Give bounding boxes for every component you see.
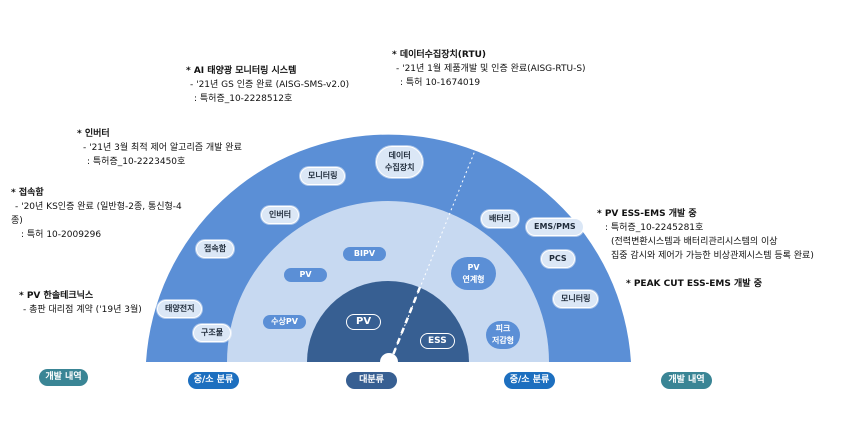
label-development-history-right: 개발 내역: [661, 372, 712, 389]
annotation-title: * PEAK CUT ESS-EMS 개발 중: [626, 279, 762, 289]
annotation-title: * 접속함: [11, 188, 44, 198]
annotation-line: - '21년 3월 최적 제어 알고리즘 개발 완료: [83, 143, 242, 153]
annotation-line: 집중 감시와 제어가 가능한 비상관제시스템 등록 완료): [611, 251, 814, 261]
chip-bipv: BIPV: [343, 247, 386, 261]
label-main-category: 대분류: [346, 372, 397, 389]
annotation-line: : 특허증_10-2228512호: [194, 94, 293, 104]
chip-line: 수집장치: [385, 163, 415, 172]
chip-solar-cell: 태양전지: [157, 300, 203, 318]
annotation-rtu: * 데이터수집장치(RTU) - '21년 1월 제품개발 및 인증 완료(AI…: [392, 48, 586, 90]
core-label-pv: PV: [346, 314, 382, 330]
chip-monitoring-right: 모니터링: [553, 290, 599, 308]
chip-pcs: PCS: [541, 250, 575, 268]
label-development-history-left: 개발 내역: [39, 369, 88, 386]
annotation-line: : 특허 10-2009296: [21, 230, 102, 240]
chip-line: 저감형: [491, 336, 515, 345]
annotation-title: * PV 한솔테크닉스: [19, 291, 94, 301]
chip-line: 데이터: [388, 151, 411, 160]
divider-line-outer: [390, 147, 477, 361]
chip-junction-box: 접속함: [196, 240, 235, 258]
annotation-title: * AI 태양광 모니터링 시스템: [186, 66, 297, 76]
chip-floating-pv: 수상PV: [263, 315, 306, 329]
bottom-mask: [140, 362, 640, 372]
divider-line-inner: [389, 286, 422, 361]
annotation-title: * PV ESS-EMS 개발 중: [597, 209, 697, 219]
chip-pv: PV: [284, 268, 327, 282]
chip-inverter: 인버터: [261, 206, 300, 224]
annotation-line: - '20년 KS인증 완료 (일반형-2종, 통신형-4: [15, 202, 182, 212]
chip-line: 피크: [495, 324, 511, 333]
annotation-title: * 데이터수집장치(RTU): [392, 50, 486, 60]
annotation-title: * 인버터: [77, 129, 110, 139]
annotation-inverter: * 인버터 - '21년 3월 최적 제어 알고리즘 개발 완료 : 특허증_1…: [77, 127, 242, 169]
annotation-junction-box: * 접속함 - '20년 KS인증 완료 (일반형-2종, 통신형-4 종) :…: [11, 186, 182, 242]
chip-peak-reduction: 피크 저감형: [486, 321, 520, 349]
chip-data-collector: 데이터 수집장치: [376, 146, 424, 178]
annotation-line: : 특허증_10-2245281호: [605, 223, 704, 233]
annotation-line: : 특허증_10-2223450호: [87, 157, 186, 167]
chip-line: 연계형: [462, 274, 485, 284]
annotation-pv-ess-ems: * PV ESS-EMS 개발 중 : 특허증_10-2245281호 (전력변…: [597, 207, 814, 263]
label-sub-category-right: 중/소 분류: [504, 372, 555, 389]
annotation-line: - 총판 대리점 계약 ('19년 3월): [23, 305, 142, 315]
core-label-ess: ESS: [420, 333, 455, 349]
annotation-ai-monitoring: * AI 태양광 모니터링 시스템 - '21년 GS 인증 완료 (AISG-…: [186, 64, 349, 106]
annotation-peak-cut: * PEAK CUT ESS-EMS 개발 중: [626, 277, 762, 291]
chip-battery: 배터리: [481, 210, 520, 228]
annotation-line: (전력변환시스템과 배터리관리시스템의 이상: [611, 237, 778, 247]
annotation-line: : 특허 10-1674019: [400, 78, 481, 88]
annotation-hansol: * PV 한솔테크닉스 - 총판 대리점 계약 ('19년 3월): [19, 289, 142, 317]
chip-ems-pms: EMS/PMS: [526, 218, 584, 236]
chip-monitoring-left: 모니터링: [300, 167, 346, 185]
label-sub-category-left: 중/소 분류: [188, 372, 239, 389]
chip-line: PV: [467, 262, 480, 272]
annotation-line: 종): [11, 216, 23, 226]
annotation-line: - '21년 GS 인증 완료 (AISG-SMS-v2.0): [190, 80, 350, 90]
chip-structure: 구조물: [193, 324, 232, 342]
annotation-line: - '21년 1월 제품개발 및 인증 완료(AISG-RTU-S): [396, 64, 586, 74]
chip-pv-connected: PV 연계형: [451, 257, 496, 290]
